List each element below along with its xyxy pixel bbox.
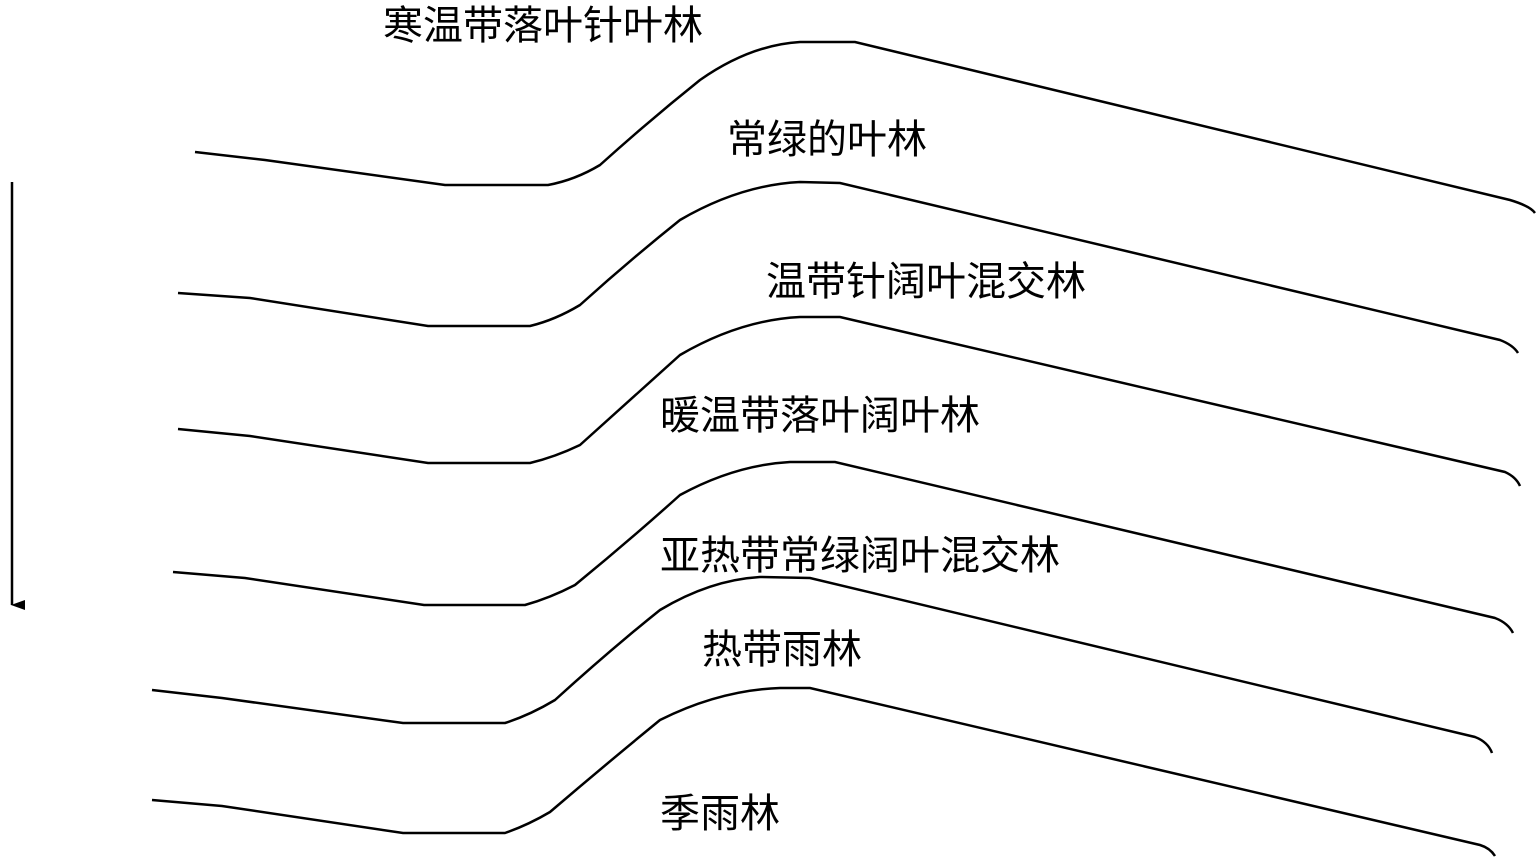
- label-subtropical-evergreen-mixed: 亚热带常绿阔叶混交林: [660, 533, 1060, 579]
- boundary-line-5: [151, 575, 1494, 754]
- boundary-line-3: [177, 315, 1522, 487]
- boundary-line-6: [151, 686, 1497, 857]
- label-evergreen-leaf-forest: 常绿的叶林: [727, 117, 927, 163]
- boundary-line-2: [177, 180, 1520, 354]
- label-monsoon-forest: 季雨林: [660, 791, 780, 837]
- label-cold-temperate-deciduous-conifer: 寒温带落叶针叶林: [383, 3, 703, 49]
- label-warm-temperate-deciduous-broadleaf: 暖温带落叶阔叶林: [660, 393, 980, 439]
- boundary-line-1: [194, 40, 1536, 214]
- label-temperate-mixed-forest: 温带针阔叶混交林: [766, 259, 1086, 305]
- label-tropical-rainforest: 热带雨林: [702, 627, 862, 673]
- boundary-line-4: [172, 460, 1515, 634]
